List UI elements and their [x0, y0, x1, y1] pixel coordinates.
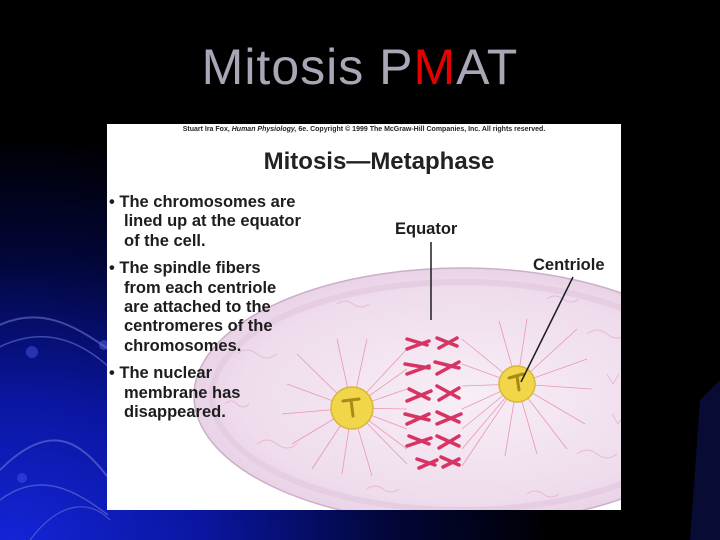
credit-rest: 6e. Copyright © 1999 The McGraw-Hill Com…: [298, 126, 546, 133]
centriole-right: [498, 365, 536, 403]
background-dot: [26, 346, 38, 358]
background-swoosh-lines: [0, 316, 111, 540]
figure-heading: Mitosis—Metaphase: [263, 148, 495, 175]
centriole-leader-line: [520, 276, 574, 383]
bullet-list: The chromosomes are lined up at the equa…: [109, 193, 349, 430]
background-corner-shade: [690, 380, 720, 540]
centriole-label: Centriole: [533, 256, 605, 274]
title-highlight-letter: M: [413, 39, 457, 95]
figure-credit: Stuart Ira Fox, Human Physiology, 6e. Co…: [107, 126, 621, 133]
bullet-item-nuclear-membrane: The nuclear membrane has disappeared.: [109, 364, 349, 422]
slide-title: Mitosis PMAT: [0, 38, 720, 96]
equator-label: Equator: [395, 220, 458, 238]
figure-panel: Equator Centriole Stuart Ira Fox, Human …: [107, 124, 621, 510]
background-dot: [17, 473, 27, 483]
credit-book: Human Physiology,: [231, 126, 297, 133]
bullet-item-spindle-fibers: The spindle fibers from each centriole a…: [109, 259, 349, 356]
background-dot: [99, 340, 109, 350]
credit-author: Stuart Ira Fox,: [182, 126, 230, 133]
title-text-start: Mitosis P: [201, 39, 414, 95]
chromosomes: [403, 336, 463, 470]
bullet-item-chromosomes: The chromosomes are lined up at the equa…: [109, 193, 349, 251]
title-text-end: AT: [456, 39, 519, 95]
